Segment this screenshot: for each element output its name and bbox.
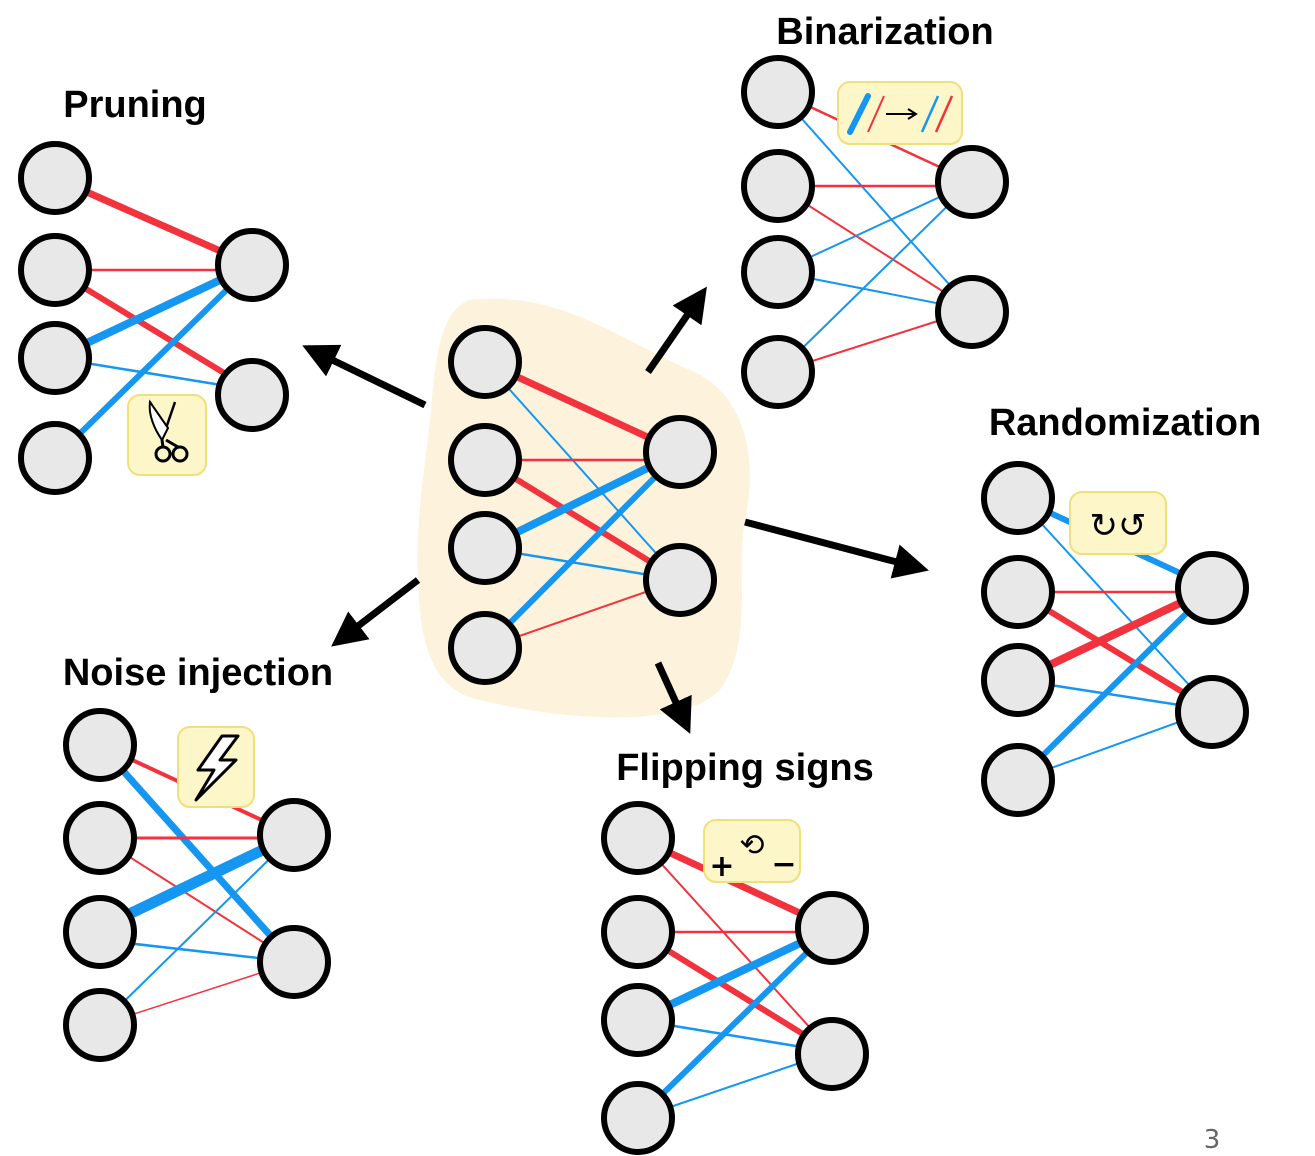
output-node — [257, 798, 331, 872]
edge — [484, 361, 681, 581]
binarization-panel: Binarization — [741, 11, 1009, 409]
edge — [637, 837, 833, 1053]
randomization-title: Randomization — [989, 402, 1261, 444]
edge — [482, 449, 683, 651]
input-node — [741, 149, 815, 223]
edge — [52, 262, 255, 461]
input-node — [63, 708, 137, 782]
noise-injection-title: Noise injection — [63, 652, 333, 694]
input-node — [981, 461, 1055, 535]
output-node — [215, 358, 289, 432]
input-node — [63, 988, 137, 1062]
output-node — [643, 415, 717, 489]
input-node — [63, 801, 137, 875]
output-node — [1175, 551, 1249, 625]
arrow-to-binarization — [645, 286, 707, 374]
output-node — [795, 891, 869, 965]
flipping-signs-panel: Flipping signs ⟲ + − — [601, 747, 874, 1155]
input-node — [741, 335, 815, 409]
output-node — [935, 275, 1009, 349]
input-node — [448, 611, 522, 685]
input-node — [18, 141, 92, 215]
svg-text:↻↺: ↻↺ — [1090, 506, 1147, 546]
input-node — [448, 423, 522, 497]
svg-text:+: + — [709, 849, 734, 884]
input-node — [18, 321, 92, 395]
svg-text:⟲: ⟲ — [739, 828, 764, 863]
rotate-arrows-icon: ↻↺ — [1069, 491, 1167, 555]
edge — [1015, 585, 1215, 783]
input-node — [981, 555, 1055, 629]
page-number: 3 — [1204, 1125, 1221, 1155]
input-node — [63, 895, 137, 969]
input-node — [741, 55, 815, 129]
binarize-weights-icon — [837, 81, 963, 145]
edge — [97, 742, 297, 965]
edge — [777, 91, 973, 311]
output-node — [795, 1017, 869, 1091]
input-node — [18, 421, 92, 495]
input-node — [601, 1081, 675, 1155]
edge — [99, 837, 295, 963]
arrow-to-randomization — [744, 518, 929, 579]
output-node — [215, 228, 289, 302]
lightning-icon — [177, 726, 255, 808]
flipping-signs-title: Flipping signs — [616, 747, 874, 789]
edge — [777, 181, 973, 373]
output-node — [643, 543, 717, 617]
pruning-panel: Pruning — [18, 84, 289, 495]
binarization-title: Binarization — [776, 11, 993, 53]
output-node — [257, 925, 331, 999]
edge — [777, 185, 973, 311]
input-node — [981, 743, 1055, 817]
input-node — [741, 235, 815, 309]
scissors-icon — [127, 394, 207, 476]
edge — [53, 267, 254, 393]
edge — [483, 457, 682, 583]
svg-text:−: − — [771, 847, 796, 882]
input-node — [448, 325, 522, 399]
output-node — [1175, 675, 1249, 749]
input-node — [601, 983, 675, 1057]
noise-injection-panel: Noise injection — [63, 652, 333, 1062]
edge — [635, 925, 835, 1121]
transform-arrows — [302, 286, 929, 734]
arrow-to-flipping-signs — [654, 661, 692, 734]
edge — [99, 834, 295, 1026]
input-node — [601, 895, 675, 969]
input-node — [981, 643, 1055, 717]
output-node — [935, 145, 1009, 219]
input-node — [448, 511, 522, 585]
original-network — [448, 325, 717, 685]
sign-flip-icon: ⟲ + − — [703, 819, 801, 884]
randomization-panel: Randomization ↻↺ — [981, 402, 1261, 817]
edge — [636, 929, 834, 1055]
input-node — [18, 233, 92, 307]
arrow-to-noise-injection — [331, 577, 421, 647]
input-node — [601, 801, 675, 875]
edge — [1017, 497, 1213, 711]
arrow-to-pruning — [302, 344, 427, 409]
edge — [1016, 589, 1214, 713]
pruning-title: Pruning — [63, 84, 207, 126]
